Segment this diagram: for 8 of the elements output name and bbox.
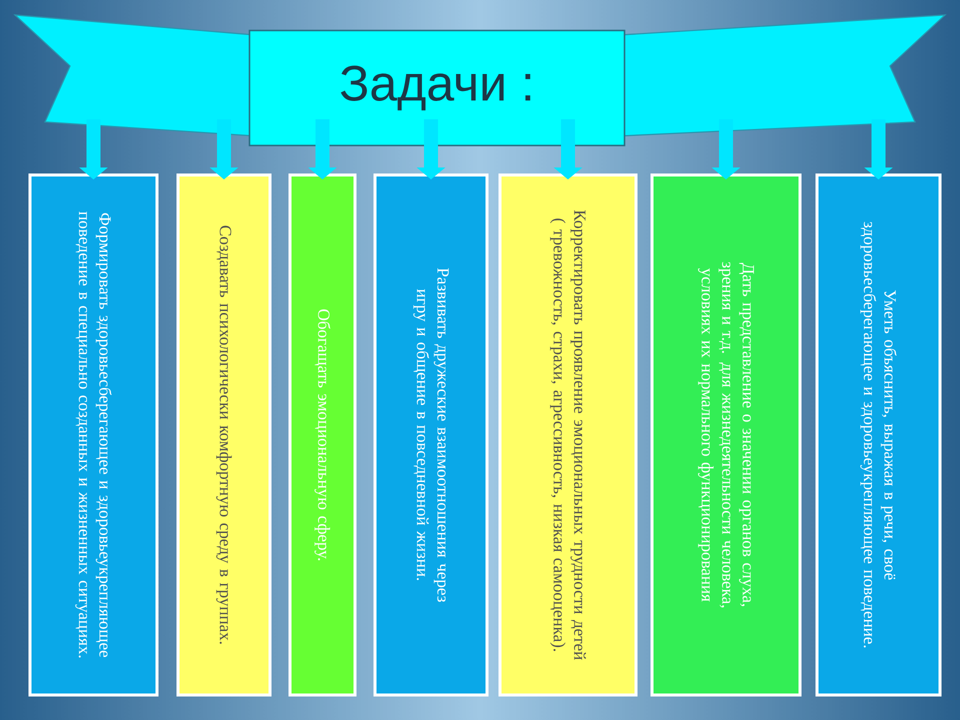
task-column: Уметь объяснить, выражая в речи, своё здоровьесберегающее и здоровьеукрепляющее поведение. xyxy=(816,174,942,696)
task-column: Создавать психологически комфортную среду в группах. xyxy=(176,174,272,696)
title-banner: Задачи : xyxy=(14,14,946,146)
task-column: Развивать дружеские взаимоотношения через игру и общение в повседневной жизни. xyxy=(374,174,488,696)
task-column: Дать представление о значении органов слуха, зрения и т.д. для жизнедеятельности человека, условиях их нормального функционирования xyxy=(650,174,802,696)
task-column: Обогащать эмоциональную сферу. xyxy=(288,174,356,696)
task-column: Формировать здоровьесберегающее и здоровьеукрепляющее поведение в специально созданных и жизненных ситуациях. xyxy=(28,174,158,696)
task-column: Корректировать проявление эмоциональных трудности детей ( тревожность, страхи, агрессивность, низкая самооценка). xyxy=(498,174,638,696)
